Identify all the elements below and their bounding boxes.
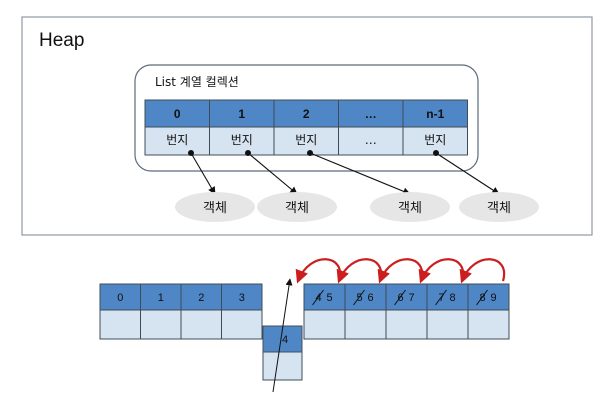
list-address-label-4: 번지 [424,133,446,147]
shift-arrows [295,258,506,284]
list-collection-title: List 계열 컬렉션 [155,75,239,89]
ref-arrow-3 [435,152,500,195]
list-index-label-2: 2 [303,107,310,121]
shift-arrow-3 [418,258,465,284]
right-address-cell-1 [344,309,387,340]
left-index-label-3: 3 [239,292,245,304]
list-address-cell-1 [209,126,275,156]
shift-arrow-4 [459,258,506,284]
left-address-cell-1 [140,309,182,340]
right-address-cell-0 [303,309,346,340]
list-index-label-0: 0 [174,107,181,121]
right-new-index-4: 9 [490,292,496,304]
object-0 [175,192,255,222]
left-index-label-2: 2 [198,292,204,304]
insert-arrow [272,278,293,393]
shift-arrow-1 [336,258,383,284]
object-3 [459,192,539,222]
right-old-index-4: 8 [479,292,485,304]
strike-3 [435,289,447,306]
list-index-cell-0 [144,99,210,128]
left-index-cell-1 [140,283,182,311]
right-old-index-3: 7 [438,292,444,304]
left-address-cell-2 [180,309,222,340]
left-address-cell-0 [99,309,141,340]
right-address-cell-3 [426,309,469,340]
list-index-label-1: 1 [238,107,245,121]
left-index-cell-0 [99,283,141,311]
strike-1 [353,289,365,306]
ref-arrow-1 [247,152,298,195]
list-index-row: 0 1 2 … n-1 [144,99,468,128]
inserted-element: 4 [262,278,303,393]
ref-arrow-2 [309,152,411,195]
object-2 [370,192,450,222]
right-new-index-0: 5 [326,292,332,304]
list-index-label-4: n-1 [426,107,444,121]
right-index-cell-1 [344,283,387,311]
list-address-label-2: 번지 [295,133,317,147]
list-address-cell-2 [273,126,339,156]
heap-title: Heap [39,30,84,51]
shift-arrow-2 [377,258,424,284]
right-address-cell-2 [385,309,428,340]
right-new-index-2: 7 [408,292,414,304]
right-index-cell-2 [385,283,428,311]
left-index-label-1: 1 [158,292,164,304]
object-1-label: 객체 [285,201,309,216]
list-address-cell-3 [338,126,404,156]
object-3-label: 객체 [487,201,511,216]
left-address-cell-3 [221,309,263,340]
object-ellipses: 객체 객체 객체 객체 [175,192,539,222]
list-address-label-3: … [365,133,377,147]
object-0-label: 객체 [203,201,227,216]
reference-arrows [188,150,500,195]
right-new-index-3: 8 [449,292,455,304]
right-old-index-2: 6 [397,292,403,304]
right-index-cell-3 [426,283,469,311]
insertion-left-array: 0 1 2 3 [99,283,263,340]
strike-2 [394,289,406,306]
right-index-cell-4 [467,283,510,311]
right-new-index-1: 6 [367,292,373,304]
right-address-cell-4 [467,309,510,340]
inserted-index-label: 4 [282,334,288,346]
object-2-label: 객체 [398,201,422,216]
list-index-cell-1 [209,99,275,128]
list-address-label-0: 번지 [166,133,188,147]
object-1 [257,192,337,222]
list-address-row: 번지 번지 번지 … 번지 [144,126,468,156]
shift-arrow-0 [295,258,342,284]
list-index-label-3: … [365,107,377,121]
right-old-index-1: 5 [356,292,362,304]
left-index-label-0: 0 [117,292,123,304]
list-address-label-1: 번지 [231,133,253,147]
right-index-cell-0 [303,283,346,311]
right-old-index-0: 4 [315,292,321,304]
inserted-address-cell [262,351,303,381]
ref-arrow-0 [190,152,216,195]
strike-4 [476,289,488,306]
strike-0 [312,289,324,306]
